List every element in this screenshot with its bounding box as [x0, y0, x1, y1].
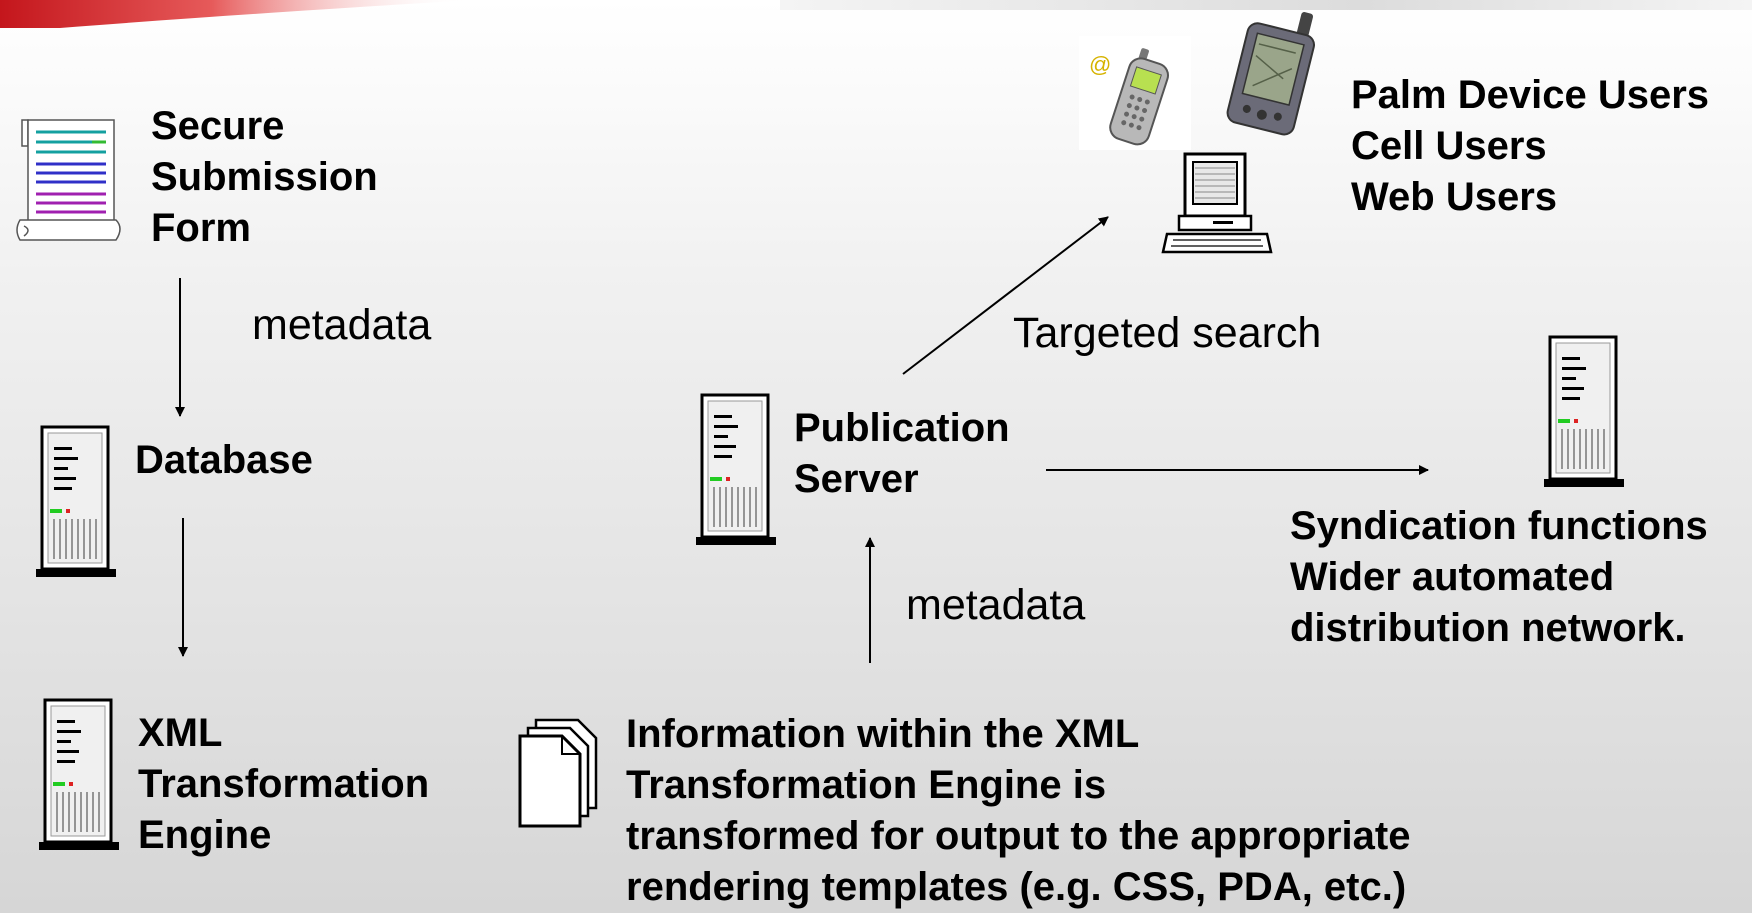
- form-scroll-icon: [16, 119, 121, 241]
- header-bar: [780, 0, 1752, 10]
- cell-phone-icon: @: [1079, 36, 1191, 150]
- server-icon: [39, 698, 119, 850]
- information-note-label: Information within the XML Transformatio…: [626, 709, 1410, 913]
- palm-device-icon: [1226, 12, 1315, 136]
- xml-engine-line-3: Engine: [138, 813, 272, 857]
- xml-engine-label: XML Transformation Engine: [138, 708, 429, 861]
- xml-engine-line-2: Transformation: [138, 762, 430, 806]
- submission-form-line-2: Submission: [151, 155, 378, 199]
- information-note-line-1: Information within the XML: [626, 712, 1140, 756]
- users-line-cell: Cell Users: [1351, 124, 1547, 168]
- arrow-publication-to-users: [902, 216, 1109, 375]
- submission-form-line-3: Form: [151, 206, 251, 250]
- users-label: Palm Device Users Cell Users Web Users: [1351, 70, 1709, 223]
- publication-server-label: Publication Server: [794, 403, 1010, 505]
- database-label: Database: [135, 438, 313, 482]
- server-icon: [1544, 335, 1624, 487]
- edge-label-information-to-publication: metadata: [906, 581, 1086, 629]
- publication-server-line-2: Server: [794, 457, 919, 501]
- computer-icon: [1161, 152, 1273, 254]
- server-icon: [696, 393, 776, 545]
- xml-engine-line-1: XML: [138, 711, 223, 755]
- syndication-line-3: distribution network.: [1290, 606, 1686, 650]
- information-note-line-4: rendering templates (e.g. CSS, PDA, etc.…: [626, 865, 1407, 909]
- syndication-label: Syndication functions Wider automated di…: [1290, 501, 1708, 654]
- users-line-web: Web Users: [1351, 175, 1558, 219]
- submission-form-label: Secure Submission Form: [151, 101, 378, 254]
- edge-label-form-to-database: metadata: [252, 301, 432, 349]
- edge-label-publication-to-users: Targeted search: [1013, 309, 1322, 357]
- server-icon: [36, 425, 116, 577]
- users-line-palm: Palm Device Users: [1351, 73, 1710, 117]
- submission-form-line-1: Secure: [151, 104, 285, 148]
- syndication-line-2: Wider automated: [1290, 555, 1615, 599]
- information-note-line-3: transformed for output to the appropriat…: [626, 814, 1411, 858]
- publication-server-line-1: Publication: [794, 406, 1010, 450]
- document-stack-icon: [518, 718, 598, 828]
- information-note-line-2: Transformation Engine is: [626, 763, 1107, 807]
- header-swoosh: [0, 0, 470, 28]
- svg-text:@: @: [1089, 52, 1111, 77]
- syndication-line-1: Syndication functions: [1290, 504, 1708, 548]
